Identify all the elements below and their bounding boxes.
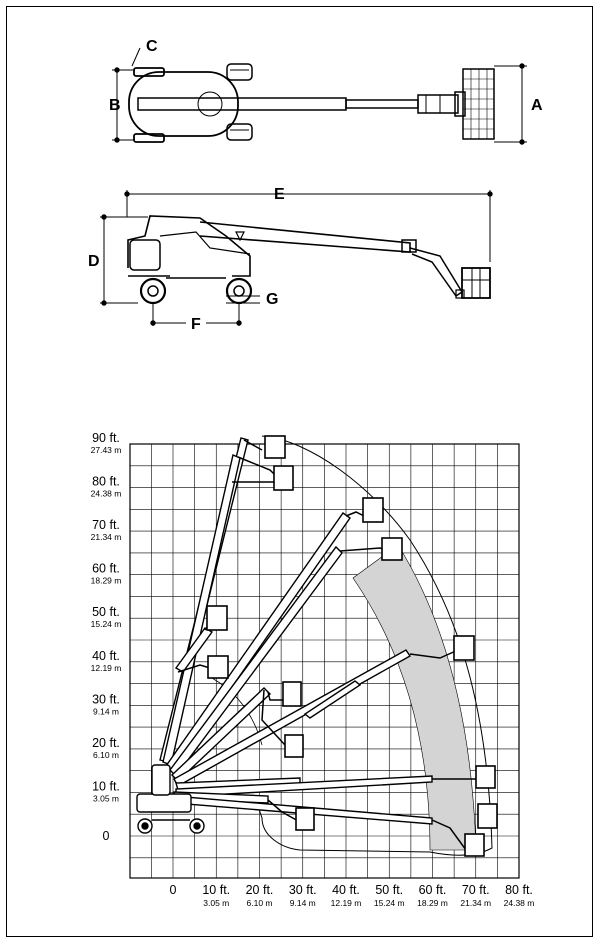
x-tick-label: 70 ft. [462,883,490,897]
dim-label-d: D [88,253,100,270]
x-tick-metric-label: 6.10 m [247,898,273,908]
x-tick-metric-label: 24.38 m [504,898,535,908]
working-envelope-chart: 90 ft.27.43 m80 ft.24.38 m70 ft.21.34 m6… [91,431,535,908]
y-tick-label: 70 ft. [92,518,120,532]
chart-base-machine [136,764,205,834]
x-tick-label: 0 [170,883,177,897]
x-tick-metric-label: 9.14 m [290,898,316,908]
boom-positions [159,437,433,825]
dim-label-a: A [531,97,543,114]
x-tick-label: 30 ft. [289,883,317,897]
y-tick-metric-label: 6.10 m [93,750,119,760]
x-tick-label: 40 ft. [332,883,360,897]
x-tick-label: 50 ft. [375,883,403,897]
x-tick-label: 20 ft. [246,883,274,897]
x-tick-metric-label: 21.34 m [460,898,491,908]
x-tick-metric-label: 12.19 m [331,898,362,908]
x-axis-ticks: 0 10 ft.3.05 m 20 ft.6.10 m 30 ft.9.14 m 40 … [170,883,535,908]
y-tick-label: 0 [103,829,110,843]
y-tick-label: 90 ft. [92,431,120,445]
dim-label-f: F [191,316,201,333]
top-view [112,47,527,145]
y-axis-ticks: 90 ft.27.43 m 80 ft.24.38 m 70 ft.21.34 m 6… [91,431,122,843]
x-tick-label: 60 ft. [419,883,447,897]
x-tick-metric-label: 3.05 m [203,898,229,908]
y-tick-metric-label: 21.34 m [91,532,122,542]
y-tick-label: 40 ft. [92,649,120,663]
x-tick-label: 10 ft. [202,883,230,897]
y-tick-metric-label: 12.19 m [91,663,122,673]
y-tick-metric-label: 15.24 m [91,619,122,629]
y-tick-label: 60 ft. [92,562,120,576]
y-tick-label: 20 ft. [92,736,120,750]
dim-label-b: B [109,97,121,114]
y-tick-label: 50 ft. [92,605,120,619]
dim-label-e: E [274,186,285,203]
y-tick-metric-label: 9.14 m [93,706,119,716]
x-tick-metric-label: 15.24 m [374,898,405,908]
baskets [206,435,498,857]
x-tick-metric-label: 18.29 m [417,898,448,908]
y-tick-metric-label: 24.38 m [91,489,122,499]
y-tick-metric-label: 3.05 m [93,793,119,803]
shaded-reach-zone [352,544,477,851]
x-tick-label: 80 ft. [505,883,533,897]
y-tick-label: 10 ft. [92,779,120,793]
y-tick-metric-label: 27.43 m [91,445,122,455]
y-tick-metric-label: 18.29 m [91,576,122,586]
envelope-outline [257,435,493,856]
y-tick-label: 80 ft. [92,475,120,489]
dim-label-g: G [266,291,278,308]
dim-label-c: C [146,38,158,55]
side-view [100,190,493,326]
y-tick-label: 30 ft. [92,692,120,706]
